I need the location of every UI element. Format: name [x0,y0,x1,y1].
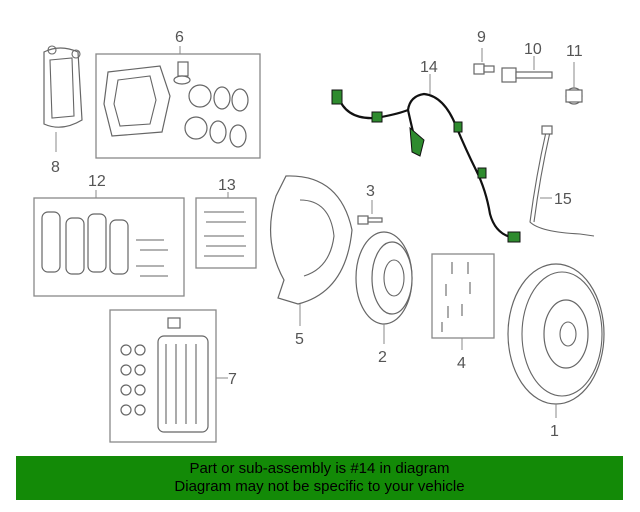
callout-11: 11 [566,43,583,60]
callout-14: 14 [420,59,438,76]
part-15-brake-hose[interactable] [529,125,595,237]
part-8-brake-pad[interactable] [43,45,83,152]
part-2-hub-bearing[interactable] [355,231,413,344]
part-9-screw[interactable] [473,48,495,75]
part-5-dust-shield[interactable] [269,175,353,326]
part-3-bolt[interactable] [357,200,383,225]
parts-diagram: 8 6 12 13 [33,29,605,443]
callout-1: 1 [550,423,559,440]
callout-6: 6 [175,29,184,46]
callout-5: 5 [295,331,304,348]
callout-3: 3 [366,183,375,200]
callout-13: 13 [218,177,236,194]
callout-15: 15 [554,191,572,208]
callout-10: 10 [524,41,542,58]
callout-8: 8 [51,159,60,176]
callout-12: 12 [88,173,106,190]
banner-line-1: Part or sub-assembly is #14 in diagram [189,460,450,477]
part-6-caliper-kit[interactable] [95,46,261,159]
part-12-pad-set[interactable] [33,190,185,297]
part-10-guide-pin[interactable] [501,56,553,83]
part-4-wheel-studs[interactable] [431,253,495,350]
part-11-bushing[interactable] [565,62,583,105]
part-7-caliper[interactable] [109,309,228,443]
callout-9: 9 [477,29,486,46]
banner-line-2: Diagram may not be specific to your vehi… [174,478,465,495]
callout-4: 4 [457,355,466,372]
part-13-hardware-kit[interactable] [195,192,257,269]
callout-7: 7 [228,371,237,388]
callout-2: 2 [378,349,387,366]
part-14-wheel-speed-sensor[interactable] [331,74,521,243]
info-banner: Part or sub-assembly is #14 in diagram D… [16,456,623,500]
part-1-brake-rotor[interactable] [507,263,605,418]
